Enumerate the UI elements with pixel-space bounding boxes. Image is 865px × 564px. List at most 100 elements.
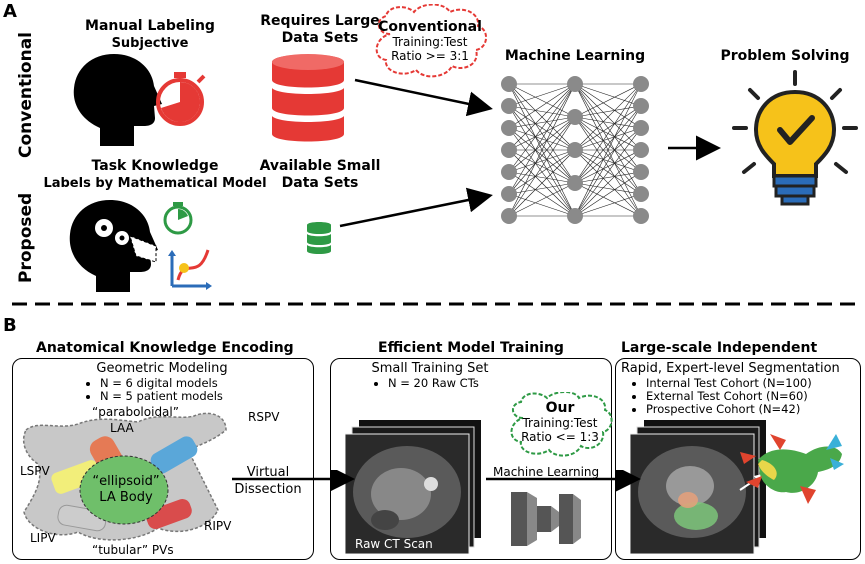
nn-node xyxy=(633,142,649,158)
nn-connection xyxy=(508,149,576,195)
arrow-small-to-ml xyxy=(339,187,493,228)
nn-connection xyxy=(574,127,642,184)
nn-node xyxy=(567,175,583,191)
dissection-label: Dissection xyxy=(234,482,302,497)
nn-connection xyxy=(574,127,642,151)
virtual-label: Virtual xyxy=(246,465,290,480)
cloud-line2: Ratio >= 3:1 xyxy=(391,49,469,63)
nn-connection xyxy=(574,193,642,217)
virtual-dissection-text: Virtual Dissection xyxy=(228,464,308,498)
small-database-icon xyxy=(307,222,331,254)
nn-connection xyxy=(574,83,642,151)
nn-node xyxy=(567,142,583,158)
nn-node xyxy=(501,186,517,202)
nn-node xyxy=(633,98,649,114)
nn-node xyxy=(501,164,517,180)
our-title: Our xyxy=(545,400,575,416)
conventional-cloud-text: Conventional Training:Test Ratio >= 3:1 xyxy=(378,19,482,63)
nn-connection xyxy=(508,149,576,217)
nn-connection xyxy=(508,171,576,184)
panel-a-letter: A xyxy=(3,1,17,22)
nn-connection xyxy=(508,83,576,173)
nn-connection xyxy=(574,83,642,118)
nn-node xyxy=(633,76,649,92)
requires-large-label: Requires Large xyxy=(260,13,380,29)
data-sets2-label: Data Sets xyxy=(281,175,359,191)
box2-title: Small Training Set xyxy=(371,361,489,376)
small-stopwatch-icon xyxy=(163,202,193,235)
manual-labeling-label: Manual Labeling xyxy=(85,18,215,34)
task-knowledge-label: Task Knowledge xyxy=(91,158,219,174)
nn-connection xyxy=(574,127,642,217)
section-divider xyxy=(12,302,858,306)
col1-title: Anatomical Knowledge Encoding xyxy=(36,340,294,356)
problem-solving-label: Problem Solving xyxy=(720,48,850,64)
nn-connection xyxy=(508,105,576,118)
nn-node xyxy=(633,186,649,202)
left-atrium-model xyxy=(22,412,227,541)
nn-connection xyxy=(574,83,642,217)
manual-labeling-heading: Manual Labeling Subjective xyxy=(70,18,230,52)
our-line2: Ratio <= 1:3 xyxy=(521,430,599,444)
nn-node xyxy=(501,208,517,224)
nn-connection xyxy=(574,171,642,217)
box1-item: N = 5 patient models xyxy=(100,390,223,403)
raw-ct-label: Raw CT Scan xyxy=(355,537,433,551)
head-gears-icon xyxy=(69,200,158,292)
nn-connection xyxy=(508,116,576,151)
box1-list: N = 6 digital models N = 5 patient model… xyxy=(82,377,223,403)
nn-node xyxy=(633,208,649,224)
box2-list: N = 20 Raw CTs xyxy=(370,377,479,390)
nn-connection xyxy=(508,116,576,195)
arrow-large-to-ml xyxy=(354,78,493,117)
box1-item: N = 6 digital models xyxy=(100,377,223,390)
nn-connection xyxy=(508,116,576,217)
data-sets-label: Data Sets xyxy=(281,30,359,46)
ct-scan-stack xyxy=(345,420,481,554)
nn-connection xyxy=(574,83,642,184)
our-cloud-text: Our Training:Test Ratio <= 1:3 xyxy=(510,400,610,444)
la-3d-model xyxy=(740,434,844,504)
nn-connection xyxy=(574,105,642,118)
la-body-text: “ellipsoid” LA Body xyxy=(86,474,166,506)
ripv-tube xyxy=(146,498,192,530)
nn-node xyxy=(567,208,583,224)
laa-label: LAA xyxy=(110,421,134,435)
machine-learning-label: Machine Learning xyxy=(504,48,646,64)
nn-node xyxy=(501,120,517,136)
panel-a-arrows xyxy=(339,78,721,228)
panel-b-letter: B xyxy=(3,315,17,336)
nn-connection xyxy=(508,149,576,173)
nn-node xyxy=(633,120,649,136)
nn-connection xyxy=(508,116,576,129)
rspv-tube xyxy=(150,436,198,474)
nn-connection xyxy=(574,105,642,217)
nn-node xyxy=(501,76,517,92)
manual-labeling-illustration xyxy=(73,54,206,146)
nn-node xyxy=(567,109,583,125)
nn-connection xyxy=(574,83,642,107)
subjective-label: Subjective xyxy=(111,36,189,51)
box3-title: Rapid, Expert-level Segmentation xyxy=(621,361,840,376)
lspv-tube xyxy=(51,460,101,494)
neural-network-diagram xyxy=(501,76,649,224)
nn-connection xyxy=(508,83,576,118)
nn-connection xyxy=(574,105,642,184)
nn-connection xyxy=(508,116,576,173)
nn-connection xyxy=(508,193,576,217)
box3-item: Internal Test Cohort (N=100) xyxy=(646,377,812,390)
nn-node xyxy=(633,164,649,180)
nn-connection xyxy=(574,182,642,195)
box3-item: Prospective Cohort (N=42) xyxy=(646,403,812,416)
nn-node xyxy=(567,76,583,92)
task-knowledge-illustration xyxy=(69,200,212,292)
nn-node xyxy=(501,98,517,114)
box1-title: Geometric Modeling xyxy=(96,361,228,376)
lspv-label: LSPV xyxy=(20,464,50,478)
nn-connection xyxy=(574,171,642,184)
ellipsoid-label: “ellipsoid” xyxy=(92,474,160,489)
nn-connection xyxy=(508,83,576,107)
nn-node xyxy=(501,142,517,158)
nn-connection xyxy=(574,105,642,151)
ripv-label: RIPV xyxy=(204,519,232,533)
